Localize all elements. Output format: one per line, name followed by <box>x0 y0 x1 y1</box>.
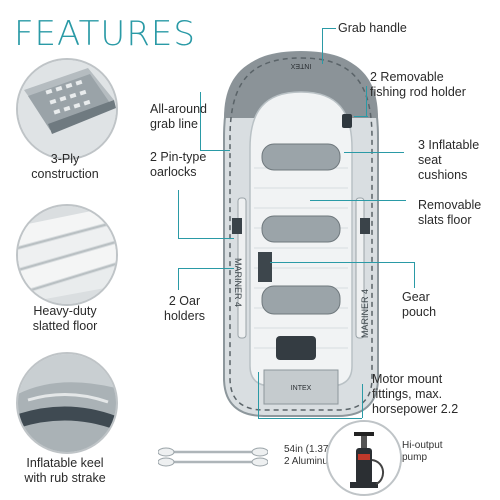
seats-label: 3 Inflatable seat cushions <box>418 138 479 183</box>
motor-mount-plate <box>263 369 339 405</box>
seat-cushion-1 <box>261 143 341 171</box>
gear-pouch-label-line2: pouch <box>402 305 437 319</box>
gear-connector-v <box>414 262 415 288</box>
grab-line-label: All-around grab line <box>150 102 207 132</box>
keel-caption-line2: with rub strake <box>24 471 106 485</box>
rod-holder-connector-b <box>366 86 367 116</box>
motor-connector-right <box>362 384 363 418</box>
grab-line <box>229 57 373 411</box>
oarlocks-label: 2 Pin-type oarlocks <box>150 150 206 180</box>
oar-holders-connector-h <box>178 268 234 269</box>
slatted-floor-caption: Heavy-duty slatted floor <box>0 304 130 334</box>
gear-pouch-label: Gear pouch <box>402 290 436 320</box>
three-ply-image <box>18 60 116 158</box>
slats-label: Removable slats floor <box>418 198 481 228</box>
seat-cushion-3 <box>261 285 341 315</box>
rod-holder-label: 2 Removable fishing rod holder <box>370 70 466 100</box>
oars-caption-line1: 54in (1.37m) <box>284 444 341 455</box>
grab-handle-label: Grab handle <box>338 21 407 35</box>
slatted-floor-image <box>18 206 116 304</box>
motor-mount-bracket <box>276 336 316 360</box>
seats-label-line3: cushions <box>418 168 468 182</box>
oarlocks-label-line1: 2 Pin-type <box>150 150 207 164</box>
seats-label-line2: seat <box>418 153 442 167</box>
pump-caption-line2: pump <box>402 452 428 463</box>
grab-line-connector-v <box>200 92 201 150</box>
slats-label-line1: Removable <box>418 198 482 212</box>
seats-label-line1: 3 Inflatable <box>418 138 480 152</box>
pump-thumbnail <box>326 420 402 496</box>
motor-mount-label-line3: horsepower 2.2 <box>372 402 459 416</box>
slats-connector <box>310 200 406 201</box>
boat-model-left: MARINER 4 <box>233 258 243 307</box>
oars-illustration <box>158 447 268 467</box>
keel-thumbnail <box>16 352 118 454</box>
oar-holders-label-line1: 2 Oar <box>168 294 201 308</box>
keel-caption: Inflatable keel with rub strake <box>0 456 130 486</box>
gear-pouch <box>258 252 272 282</box>
page-title: FEATURES <box>14 14 197 54</box>
slatted-floor-caption-line1: Heavy-duty <box>33 304 97 318</box>
three-ply-caption-line1: 3-Ply <box>50 152 80 166</box>
motor-mount-label-line2: fittings, max. <box>372 387 443 401</box>
grab-handle-connector-v <box>322 28 323 64</box>
oar-holders-label: 2 Oar holders <box>164 294 205 324</box>
pump-caption: Hi-output pump <box>402 440 443 464</box>
seats-connector <box>344 152 404 153</box>
seat-cushion-2 <box>261 215 341 243</box>
rod-holder-label-line1: 2 Removable <box>370 70 444 84</box>
slatted-floor-caption-line2: slatted floor <box>32 319 98 333</box>
boat-illustration: INTEX MARINER 4 MARINER 4 INTEX <box>223 50 379 417</box>
boat-model-right: MARINER 4 <box>360 289 370 338</box>
oarlocks-label-line2: oarlocks <box>150 165 197 179</box>
oars-caption: 54in (1.37m) 2 Aluminum oars <box>284 444 358 468</box>
oarlock-right <box>360 218 370 234</box>
rod-holder <box>342 114 352 128</box>
slats-label-line2: slats floor <box>418 213 472 227</box>
grab-line-connector-h <box>200 150 230 151</box>
oar-holders-connector-v <box>178 268 179 290</box>
three-ply-caption-line2: construction <box>31 167 99 181</box>
oar-holders-label-line2: holders <box>164 309 205 323</box>
keel-caption-line1: Inflatable keel <box>26 456 104 470</box>
boat-bow <box>224 52 378 118</box>
motor-mount-label: Motor mount fittings, max. horsepower 2.… <box>372 372 458 417</box>
oarlock-left <box>232 218 242 234</box>
oars-caption-line2: 2 Aluminum oars <box>284 456 359 467</box>
rod-holder-connector-a <box>354 116 368 117</box>
motor-connector-left <box>258 372 259 418</box>
three-ply-caption: 3-Ply construction <box>0 152 130 182</box>
three-ply-thumbnail <box>16 58 118 160</box>
gear-pouch-label-line1: Gear <box>402 290 430 304</box>
oarlocks-connector-v <box>178 190 179 238</box>
rod-holder-label-line2: fishing rod holder <box>370 85 466 99</box>
boat-brand-top: INTEX <box>290 62 311 69</box>
keel-image <box>18 354 116 452</box>
gear-connector-h <box>270 262 414 263</box>
grab-line-label-line2: grab line <box>150 117 198 131</box>
oarlocks-connector-h <box>178 238 234 239</box>
pump-caption-line1: Hi-output <box>402 440 443 451</box>
grab-line-label-line1: All-around <box>150 102 207 116</box>
motor-mount-label-line1: Motor mount <box>372 372 443 386</box>
pump-icon <box>328 422 400 494</box>
motor-connector-bottom <box>258 418 362 419</box>
grab-handle-connector-h <box>322 28 336 29</box>
slatted-floor-thumbnail <box>16 204 118 306</box>
boat-brand-stern: INTEX <box>291 385 312 392</box>
